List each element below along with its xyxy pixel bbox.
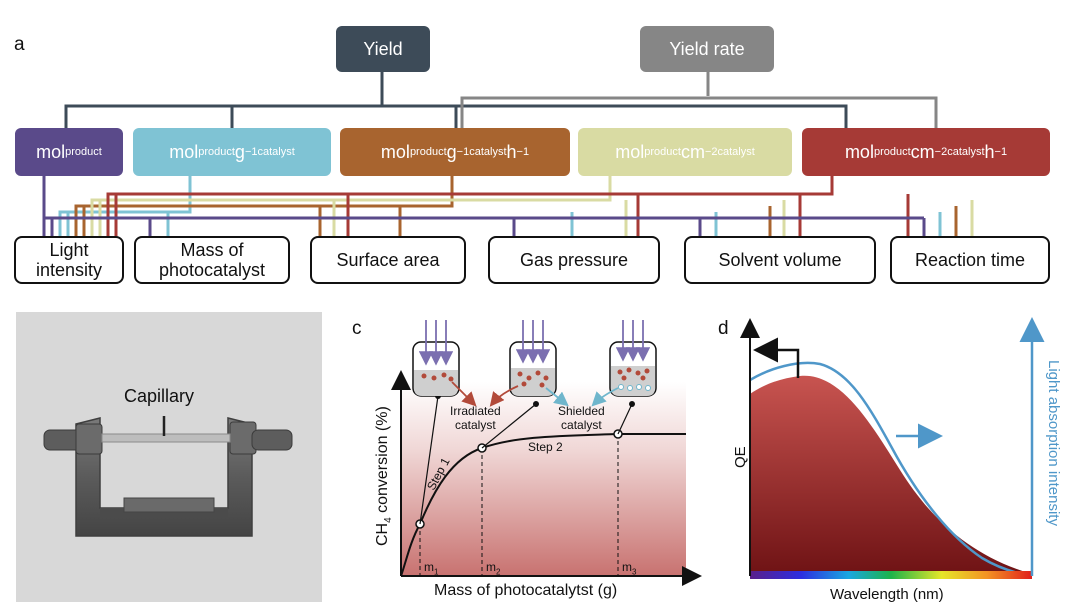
panel-d-xlabel: Wavelength (nm)	[830, 586, 944, 603]
panel-d-graph	[740, 317, 1045, 579]
panel-b-background	[16, 312, 322, 602]
panel-d-ylabel-right: Light absorption intensity	[1045, 360, 1062, 526]
tick-m1: m1	[424, 560, 439, 577]
spectrum-bar	[750, 571, 1032, 579]
conversion-gradient-area	[401, 382, 686, 576]
panel-label-a: a	[14, 34, 25, 55]
qe-curve	[750, 375, 1032, 576]
panel-label-d: d	[718, 318, 729, 339]
panel-d-ylabel-left: QE	[732, 446, 749, 468]
panel-label-c: c	[352, 318, 362, 339]
panel-c-xlabel: Mass of photocatalytst (g)	[434, 582, 618, 599]
variable-solvent-volume: Solvent volume	[684, 236, 876, 284]
reactor-cell-illustration	[43, 416, 293, 537]
yield-box: Yield	[336, 26, 430, 72]
panel-c-graph	[391, 320, 702, 586]
variable-surface-area: Surface area	[310, 236, 466, 284]
tick-m2: m2	[486, 560, 501, 577]
panel-c-ylabel: CH4 conversion (%)	[374, 406, 395, 546]
conversion-curve	[400, 433, 686, 577]
yield-rate-box: Yield rate	[640, 26, 774, 72]
tick-m3: m3	[622, 560, 637, 577]
step2-label: Step 2	[528, 440, 563, 454]
variable-gas-pressure: Gas pressure	[488, 236, 660, 284]
panel-a-connectors	[42, 72, 974, 236]
variable-reaction-time: Reaction time	[890, 236, 1050, 284]
absorption-curve	[749, 361, 1033, 578]
capillary-label: Capillary	[124, 386, 195, 406]
